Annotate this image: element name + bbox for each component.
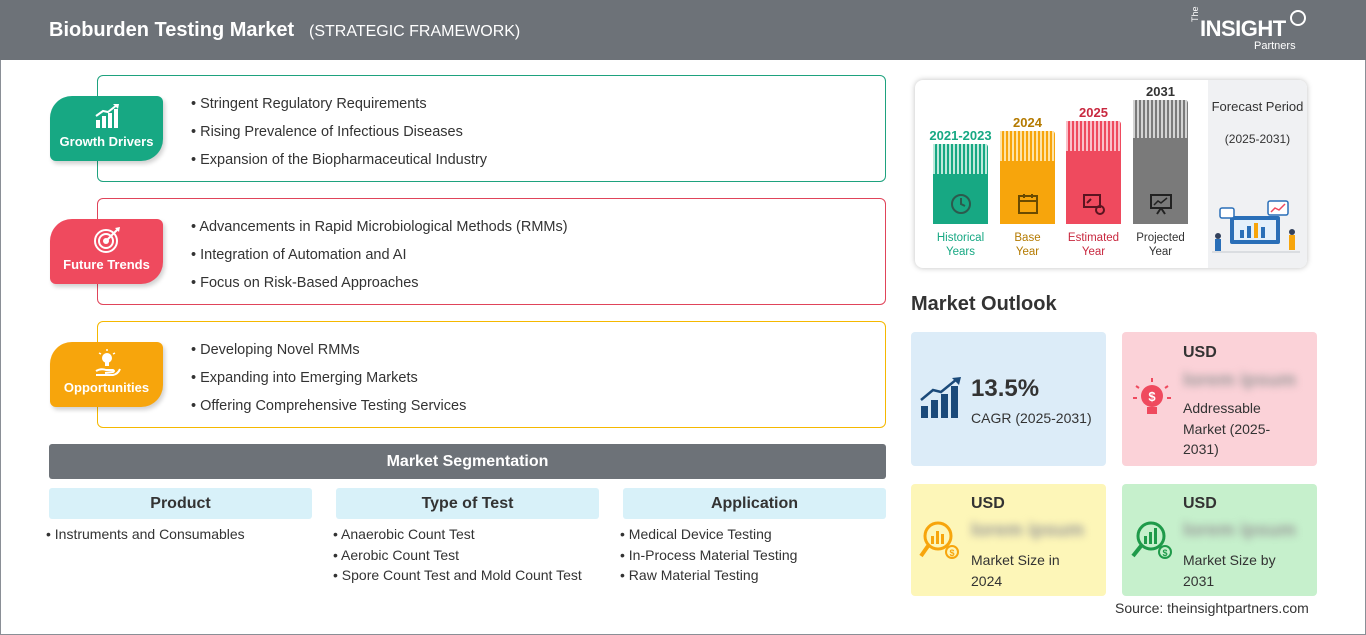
base-year-label: 2024: [1013, 115, 1042, 130]
historical-years-label: 2021-2023: [929, 128, 992, 143]
market-size-2024-currency: USD: [971, 495, 1005, 512]
cagr-card: 13.5% CAGR (2025-2031): [911, 332, 1106, 466]
list-item: Medical Device Testing: [620, 525, 797, 546]
opportunities-list: Developing Novel RMMs Expanding into Eme…: [191, 341, 466, 425]
growth-chart-icon: [95, 104, 119, 128]
list-item: Stringent Regulatory Requirements: [191, 95, 487, 123]
list-item: Advancements in Rapid Microbiological Me…: [191, 218, 567, 246]
growth-drivers-badge: Growth Drivers: [50, 96, 163, 161]
growth-chart-icon: [920, 377, 961, 418]
market-size-2024-value: lorem ipsum: [971, 520, 1084, 541]
application-segment-list: Medical Device Testing In-Process Materi…: [620, 525, 798, 587]
addressable-market-card: USD lorem ipsum $ Addressable Market (20…: [1122, 332, 1317, 466]
segment-heading-type-of-test: Type of Test: [336, 488, 599, 519]
list-item: In-Process Material Testing: [620, 546, 798, 567]
target-icon: [94, 227, 120, 253]
money-lightbulb-icon: $: [1133, 378, 1171, 414]
list-item: Anaerobic Count Test: [333, 525, 582, 546]
list-item: Spore Count Test and Mold Count Test: [333, 566, 582, 587]
header-bar: Bioburden Testing Market (STRATEGIC FRAM…: [0, 0, 1366, 60]
future-trends-panel: Advancements in Rapid Microbiological Me…: [97, 198, 886, 305]
page-title: Bioburden Testing Market: [49, 19, 295, 41]
svg-text:$: $: [1162, 548, 1167, 558]
projected-year-bar: [1133, 100, 1188, 224]
market-outlook-title: Market Outlook: [911, 293, 1057, 315]
source-citation: Source: theinsightpartners.com: [1115, 600, 1309, 616]
opportunities-badge: Opportunities: [50, 342, 163, 407]
opportunities-label: Opportunities: [63, 380, 150, 395]
presentation-board-icon: [1150, 194, 1172, 215]
future-trends-list: Advancements in Rapid Microbiological Me…: [191, 218, 568, 302]
list-item: Raw Material Testing: [620, 566, 797, 587]
calendar-icon: [1018, 194, 1038, 214]
history-clock-icon: [951, 194, 971, 214]
list-item: Integration of Automation and AI: [191, 246, 568, 274]
list-item: Developing Novel RMMs: [191, 341, 466, 369]
cagr-label: CAGR (2025-2031): [971, 410, 1092, 426]
segment-heading-application: Application: [623, 488, 886, 519]
insight-partners-logo: The INSIGHT Partners: [1190, 6, 1310, 54]
growth-drivers-label: Growth Drivers: [59, 134, 154, 149]
svg-text:$: $: [1148, 389, 1156, 404]
list-item: Focus on Risk-Based Approaches: [191, 274, 568, 302]
market-size-2031-value: lorem ipsum: [1183, 520, 1296, 541]
market-size-2024-card: USD lorem ipsum $ Market Size in 2024: [911, 484, 1106, 596]
magnifier-growth-icon: $: [1131, 521, 1172, 559]
lightbulb-hand-icon: [95, 349, 121, 376]
market-size-2024-label: Market Size in 2024: [971, 552, 1060, 589]
list-item: Expanding into Emerging Markets: [191, 369, 466, 397]
market-size-2031-card: USD lorem ipsum $ Market Size by 2031: [1122, 484, 1317, 596]
addressable-market-value: lorem ipsum: [1183, 370, 1296, 391]
opportunities-panel: Developing Novel RMMs Expanding into Eme…: [97, 321, 886, 428]
addressable-market-label: Addressable Market (2025-2031): [1183, 400, 1271, 457]
market-size-2031-currency: USD: [1183, 495, 1217, 512]
historical-years-bar: [933, 144, 988, 224]
list-item: Instruments and Consumables: [46, 525, 245, 546]
list-item: Expansion of the Biopharmaceutical Indus…: [191, 151, 487, 179]
forecast-period-title: Forecast Period: [1211, 99, 1304, 114]
list-item: Offering Comprehensive Testing Services: [191, 397, 466, 425]
list-item: Rising Prevalence of Infectious Diseases: [191, 123, 487, 151]
page-subtitle: (STRATEGIC FRAMEWORK): [309, 23, 521, 40]
magnifier-chart-icon: $: [919, 521, 959, 559]
analytics-team-illustration: [1212, 200, 1300, 253]
product-segment-list: Instruments and Consumables: [46, 525, 245, 546]
estimated-year-label: 2025: [1079, 105, 1108, 120]
future-trends-badge: Future Trends: [50, 219, 163, 284]
market-size-2031-label: Market Size by 2031: [1183, 552, 1276, 589]
growth-drivers-panel: Stringent Regulatory Requirements Rising…: [97, 75, 886, 182]
growth-drivers-list: Stringent Regulatory Requirements Rising…: [191, 95, 487, 179]
base-year-bar: [1000, 131, 1055, 224]
estimate-gears-icon: [1083, 194, 1105, 215]
forecast-period-range: (2025-2031): [1224, 132, 1291, 146]
segmentation-title: Market Segmentation: [49, 444, 886, 479]
addressable-market-currency: USD: [1183, 344, 1217, 361]
cagr-value: 13.5%: [971, 375, 1040, 402]
segment-heading-product: Product: [49, 488, 312, 519]
projected-year-label: 2031: [1146, 84, 1175, 99]
future-trends-label: Future Trends: [63, 257, 150, 272]
list-item: Aerobic Count Test: [333, 546, 582, 567]
svg-text:$: $: [949, 548, 954, 558]
type-of-test-segment-list: Anaerobic Count Test Aerobic Count Test …: [333, 525, 582, 587]
